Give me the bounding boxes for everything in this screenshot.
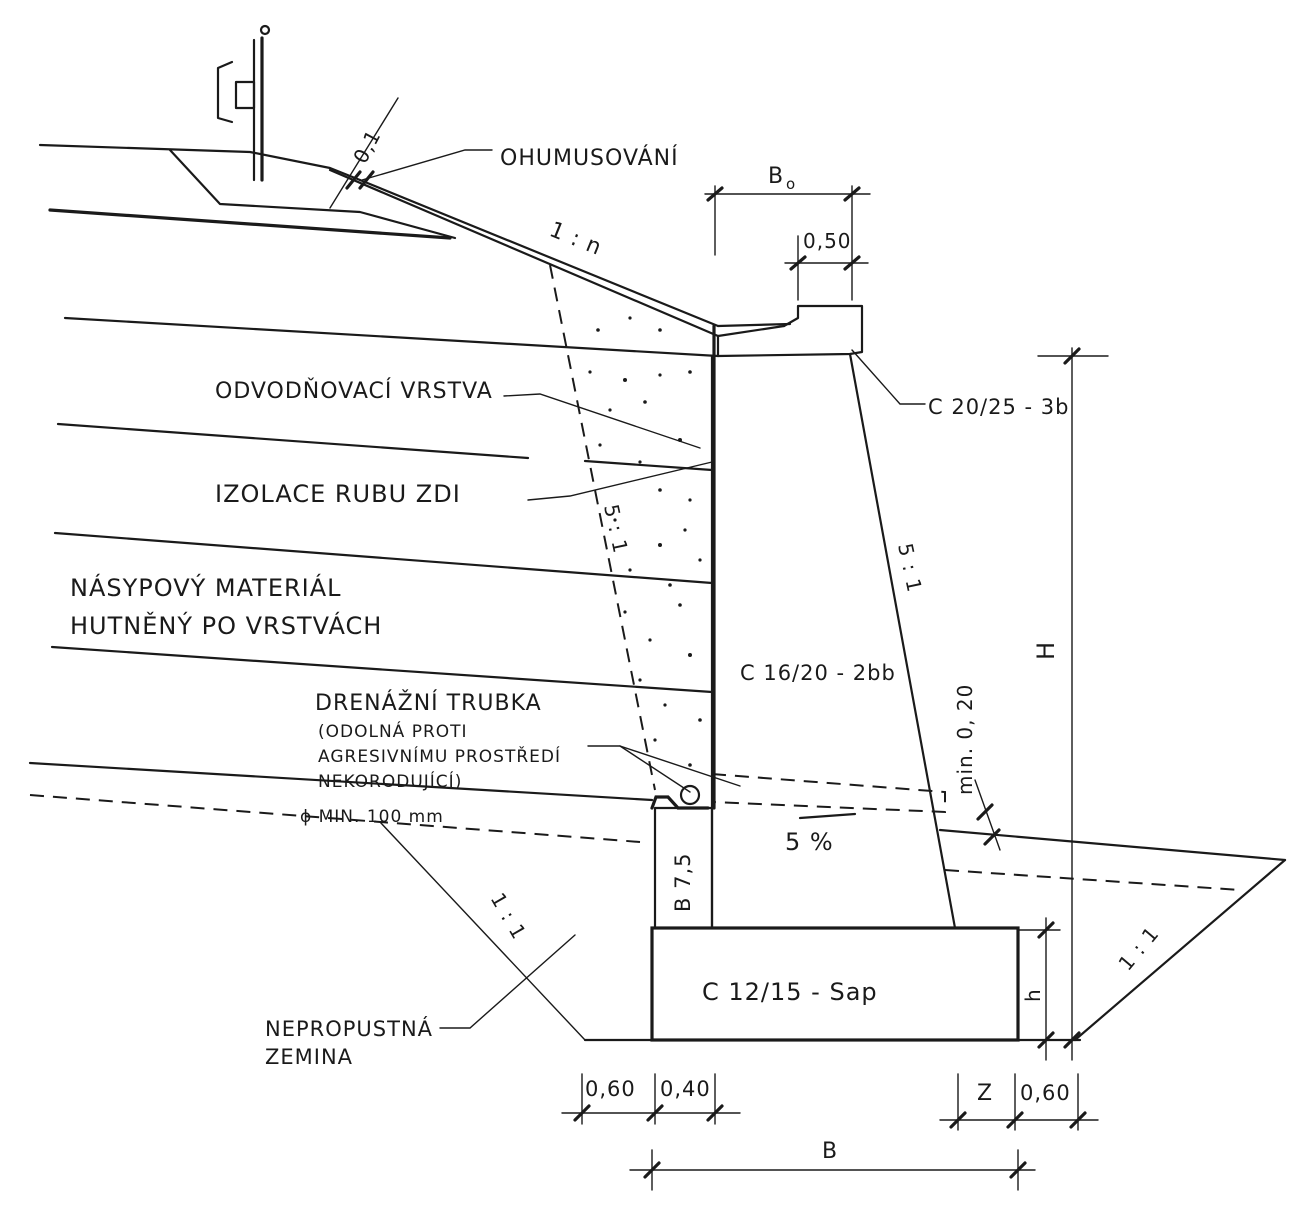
- label-min020: min. 0, 20: [953, 684, 977, 795]
- label-slope-11-right: 1 : 1: [1113, 922, 1163, 976]
- right-ground: [938, 828, 1287, 1042]
- wall-coping: [716, 304, 864, 358]
- drain-pipe-icon: [650, 784, 710, 810]
- dimension-H: [1037, 347, 1109, 1061]
- label-slope-51-left: 5 : 1: [599, 502, 633, 556]
- label-h-small: h: [1021, 988, 1045, 1002]
- embankment-slope: [328, 168, 792, 338]
- label-b0: B: [768, 164, 784, 189]
- backfill-layers: [28, 316, 720, 843]
- label-B-total: B: [822, 1139, 838, 1164]
- weep-hole: [711, 773, 946, 814]
- label-slope-1n: 1 : n: [546, 217, 606, 261]
- label-ohumusovani: OHUMUSOVÁNÍ: [500, 145, 679, 171]
- label-050: 0,50: [803, 229, 852, 253]
- leaders: [379, 349, 926, 1041]
- guard-rail-post-icon: [216, 24, 271, 182]
- label-odolna-line1: (ODOLNÁ PROTI: [318, 720, 468, 742]
- label-040: 0,40: [660, 1077, 711, 1101]
- label-nepropustna-line1: NEPROPUSTNÁ: [265, 1016, 433, 1041]
- label-odvodnovaci: ODVODŇOVACÍ VRSTVA: [215, 378, 493, 404]
- dimension-050: [784, 235, 869, 301]
- label-percent: 5 %: [785, 828, 834, 856]
- dimension-b0: [704, 185, 871, 301]
- dimension-B: [629, 1149, 1036, 1191]
- slope-arrow: [798, 812, 857, 820]
- dimension-h: [1017, 917, 1061, 1061]
- label-thickness-01: 0,1: [348, 125, 386, 167]
- label-c2025: C 20/25 - 3b: [928, 395, 1069, 419]
- dimension-bottom-left: [561, 1073, 741, 1125]
- label-b75: B 7,5: [671, 853, 695, 912]
- label-izolace: IZOLACE RUBU ZDI: [215, 480, 461, 508]
- dimension-bottom-right: [939, 1073, 1099, 1131]
- label-slope-51-right: 5 : 1: [893, 541, 927, 595]
- label-060-left: 0,60: [585, 1077, 636, 1101]
- label-z: Z: [977, 1081, 993, 1106]
- label-H: H: [1032, 641, 1060, 660]
- label-nasypovy-line2: HUTNĚNÝ PO VRSTVÁCH: [70, 611, 382, 640]
- label-drenazni: DRENÁŽNÍ TRUBKA: [315, 690, 542, 716]
- label-nasypovy-line1: NÁSYPOVÝ MATERIÁL: [70, 573, 342, 602]
- label-b0-subscript: o: [786, 175, 796, 193]
- label-nepropustna-line2: ZEMINA: [265, 1045, 353, 1069]
- foundation: [583, 926, 1082, 1042]
- label-060-right: 0,60: [1020, 1081, 1071, 1105]
- road-edge: [38, 143, 457, 240]
- label-nekorodujici: NEKORODUJÍCÍ): [318, 770, 462, 792]
- topsoil-thickness-dimension: [329, 97, 399, 209]
- drainage-layer: [549, 264, 702, 791]
- label-c1620: C 16/20 - 2bb: [740, 661, 896, 685]
- label-odolna-line2: AGRESIVNÍMU PROSTŘEDÍ: [318, 745, 561, 767]
- label-phi-min: ϕ MIN. 100 mm: [300, 807, 444, 827]
- label-slope-11-left: 1 : 1: [486, 889, 532, 944]
- dimension-min020: [974, 779, 1001, 851]
- label-c1215: C 12/15 - Sap: [702, 978, 878, 1006]
- ohumusovani-leader: [361, 149, 493, 181]
